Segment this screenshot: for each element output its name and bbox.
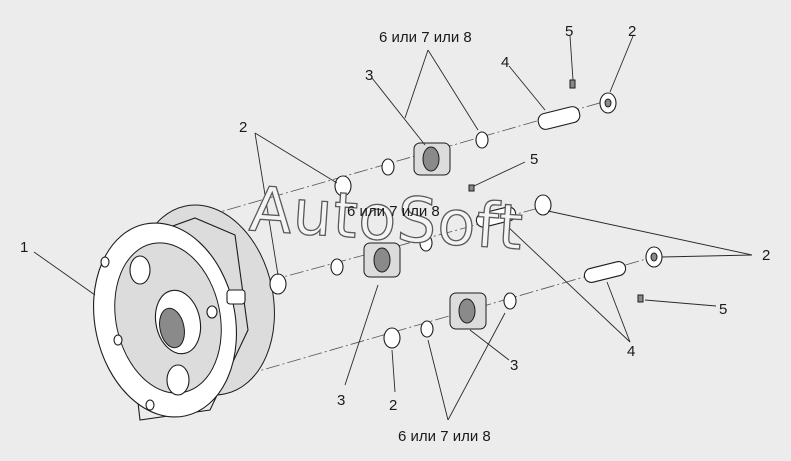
callout-variant-middle: 6 или 7 или 8: [347, 203, 440, 220]
axle-4-middle: [475, 206, 517, 228]
callout-part-3-bottom-left: 3: [337, 392, 345, 409]
callout-part-2-top-right: 2: [628, 23, 636, 40]
middle-gear-train: [269, 184, 552, 295]
carrier-housing: [93, 204, 275, 421]
axle-4-lower: [583, 261, 627, 283]
callout-part-4-top: 4: [501, 54, 509, 71]
bearing-upper-right: [475, 131, 489, 149]
callout-variant-bottom: 6 или 7 или 8: [398, 428, 491, 445]
grease-fitting-5-lower: [637, 294, 644, 303]
lower-gear-train: [383, 246, 663, 349]
callout-part-2-bottom: 2: [389, 397, 397, 414]
callout-part-3-top: 3: [365, 67, 373, 84]
grease-fitting-5-middle: [468, 184, 475, 192]
washer-2-upper: [334, 175, 352, 197]
callout-part-2-upper-left: 2: [239, 119, 247, 136]
callout-part-3-bottom-right: 3: [510, 357, 518, 374]
callout-part-2-right: 2: [762, 247, 770, 264]
callout-part-5-top: 5: [565, 23, 573, 40]
callout-labels: 1 2 2 2 2 3 3 3 4 4 5 5 5 6 или 7 или 8 …: [20, 23, 770, 445]
axle-4-upper: [537, 106, 581, 130]
upper-gear-train: [334, 79, 617, 197]
callout-part-1: 1: [20, 239, 28, 256]
callout-part-5-bottom: 5: [719, 301, 727, 318]
callout-part-4-bottom: 4: [627, 343, 635, 360]
bearing-upper-left: [381, 158, 395, 176]
callout-part-5-middle: 5: [530, 151, 538, 168]
leader-lines: [33, 35, 753, 421]
callout-variant-top: 6 или 7 или 8: [379, 29, 472, 46]
grease-fitting-5-upper: [569, 79, 576, 89]
